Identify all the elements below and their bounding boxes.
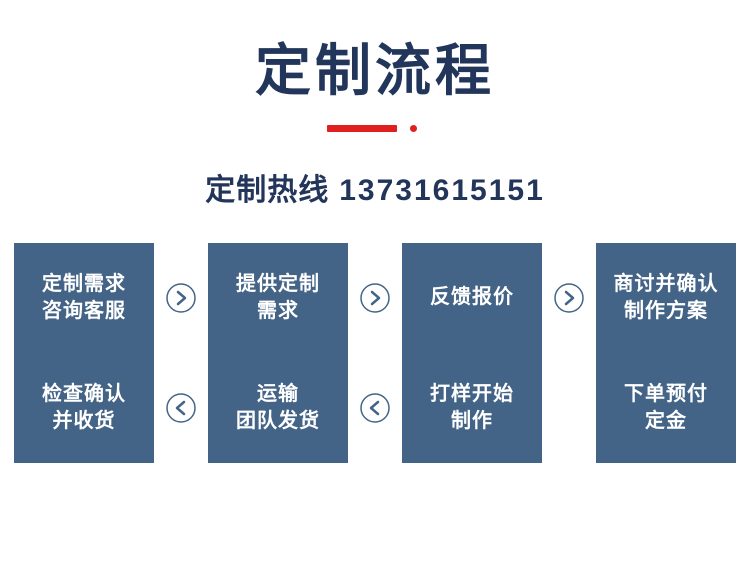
chevron-right-icon (542, 283, 596, 313)
flow-row-2: 检查确认 并收货 运输 团队发货 (10, 352, 740, 463)
flow-step-5: 下单预付 定金 (596, 352, 736, 463)
flow-step-6-line2: 制作 (451, 409, 493, 432)
flow-step-4-line2: 制作方案 (624, 299, 708, 322)
flow-step-8-line2: 并收货 (52, 409, 116, 432)
flow-step-7: 运输 团队发货 (208, 352, 348, 463)
flow-step-3: 反馈报价 (402, 242, 542, 353)
title-divider (327, 124, 423, 133)
flow-step-4-line1: 商讨并确认 (613, 272, 719, 295)
flow-step-2: 提供定制 需求 (208, 242, 348, 353)
flow-step-1-line1: 定制需求 (42, 272, 126, 295)
hotline-label: 定制热线 (205, 173, 330, 207)
hotline-number: 13731615151 (339, 173, 545, 207)
flow-diagram: 定制需求 咨询客服 提供定制 需求 (0, 242, 750, 463)
flow-step-1-line2: 咨询客服 (42, 299, 126, 322)
flow-step-6-line1: 打样开始 (430, 382, 514, 405)
chevron-left-icon (154, 393, 208, 423)
flow-step-4: 商讨并确认 制作方案 (596, 242, 736, 353)
flow-step-5-line2: 定金 (645, 409, 687, 432)
page-title: 定制流程 (255, 39, 495, 102)
chevron-down-icon (651, 341, 677, 367)
chevron-right-icon (154, 283, 208, 313)
divider-dot (410, 124, 417, 132)
chevron-left-icon (348, 393, 402, 423)
flow-step-2-line2: 需求 (257, 299, 299, 322)
flow-step-8: 检查确认 并收货 (14, 352, 154, 463)
chevron-right-icon (348, 283, 402, 313)
flow-step-7-line1: 运输 (257, 382, 299, 405)
flow-step-1: 定制需求 咨询客服 (14, 242, 154, 353)
divider-bar (327, 124, 397, 132)
flow-step-2-line1: 提供定制 (236, 272, 320, 295)
flow-step-6: 打样开始 制作 (402, 352, 542, 463)
flow-row-1: 定制需求 咨询客服 提供定制 需求 (10, 242, 740, 353)
flow-step-8-line1: 检查确认 (42, 382, 126, 405)
hotline: 定制热线 13731615151 (0, 165, 750, 209)
flow-step-5-line1: 下单预付 (624, 382, 708, 405)
flow-step-3-line1: 反馈报价 (430, 286, 514, 309)
flow-step-7-line2: 团队发货 (236, 409, 320, 432)
